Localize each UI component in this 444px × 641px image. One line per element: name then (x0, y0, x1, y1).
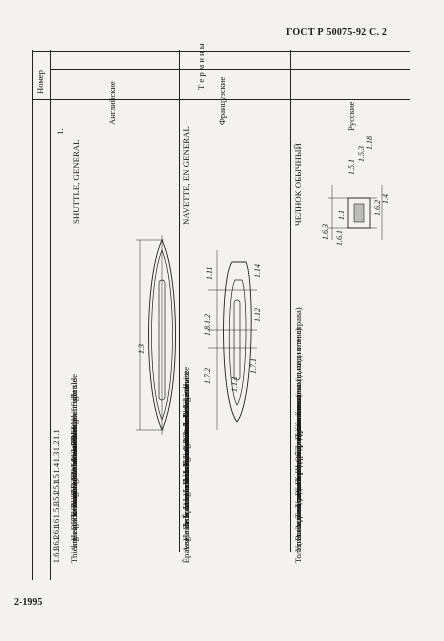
dim-label-1-6-1: 1.6.1 (335, 230, 344, 246)
dim-label-1-5-3: 1.5.3 (357, 146, 366, 162)
dim-label-1-8-1-2: 1.8.1.2 (203, 314, 212, 336)
shuttle-side-view (208, 250, 257, 430)
shuttle-cross-section (328, 185, 383, 240)
dim-label-1-6-2: 1.6.2 (373, 200, 382, 216)
page-footer-code: 2-1995 (14, 597, 43, 608)
shuttle-diagram: 1.3 1.7.2 1.8.1.2 1.1.1 1.7.1 1.11 1.12 … (136, 136, 390, 435)
dim-label-1-6-3: 1.6.3 (321, 224, 330, 240)
dim-label-1-3: 1.3 (137, 344, 146, 354)
dim-label-1-1-1: 1.1.1 (230, 376, 239, 392)
dim-label-1-18: 1.18 (365, 136, 374, 150)
dim-label-1-11: 1.11 (205, 267, 214, 280)
dim-label-1-1: 1.1 (337, 210, 346, 220)
dim-label-1-4: 1.4 (381, 194, 390, 204)
dim-label-1-7-2: 1.7.2 (203, 368, 212, 384)
terms-table: Номер Т е р м и н ы Т е р м и н ы Англий… (32, 43, 410, 580)
shuttle-top-view (136, 235, 176, 435)
dim-label-1-14: 1.14 (253, 264, 262, 278)
standard-code-header: ГОСТ Р 50075-92 С. 2 (286, 27, 388, 38)
dim-label-1-7-1: 1.7.1 (249, 358, 258, 374)
dim-label-1-5-1: 1.5.1 (347, 159, 356, 175)
dim-label-1-12: 1.12 (253, 308, 262, 322)
